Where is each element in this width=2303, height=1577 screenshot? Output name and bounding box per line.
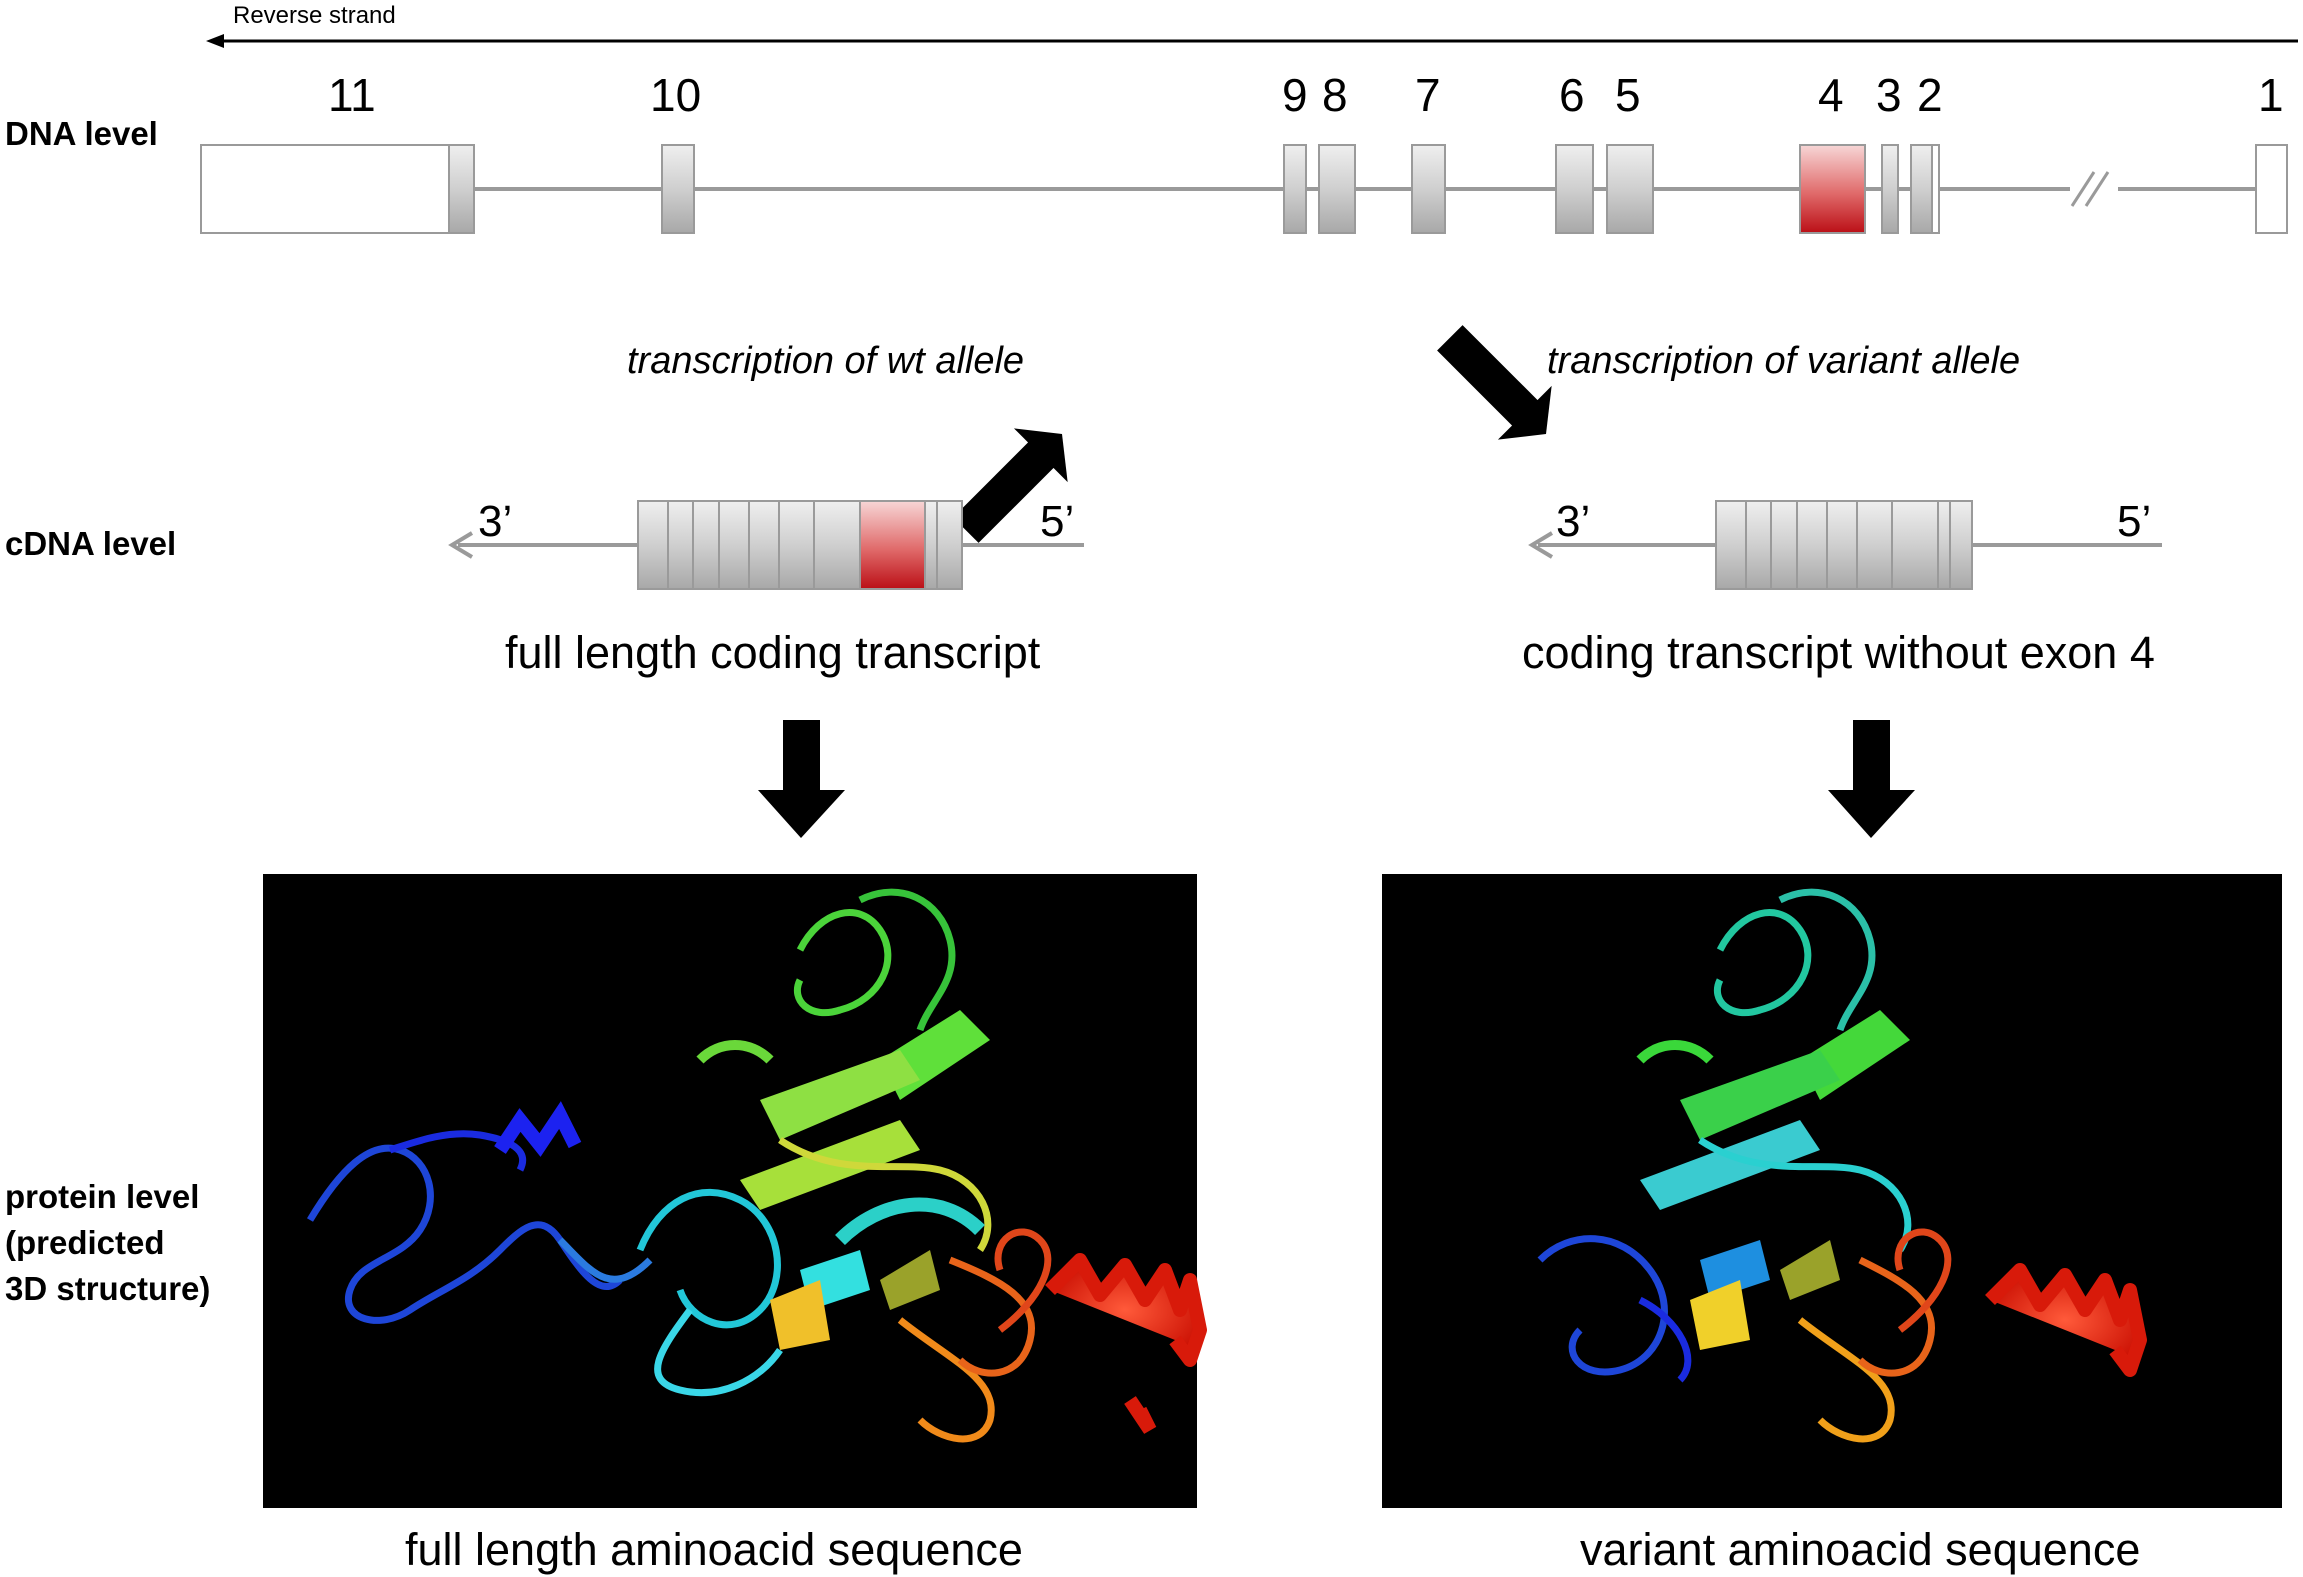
exon-5	[1606, 144, 1654, 234]
exon-9	[1283, 144, 1307, 234]
cdna-variant-transcript	[1528, 500, 2162, 590]
arrow-down-left	[758, 720, 845, 838]
exon-11-coding	[448, 144, 475, 234]
exon-label-6: 6	[1559, 69, 1585, 121]
cdna-level-label: cDNA level	[5, 525, 177, 562]
exon-3	[1881, 144, 1899, 234]
cdna-right-5prime: 5’	[2117, 497, 2152, 546]
exon-label-5: 5	[1615, 69, 1641, 121]
cdna-exon-4	[859, 500, 926, 590]
exon-7	[1411, 144, 1446, 234]
arrow-down-right	[1828, 720, 1915, 838]
variant-transcription-label: transcription of variant allele	[1547, 340, 2021, 382]
cdna-right-3prime: 3’	[1556, 497, 1591, 546]
protein-structure-wt	[263, 874, 1207, 1508]
cdna-left-3prime: 3’	[478, 497, 513, 546]
reverse-strand-arrow	[206, 34, 2298, 48]
protein-left-caption: full length aminoacid sequence	[405, 1524, 1023, 1575]
exon-10	[661, 144, 695, 234]
exon-label-11: 11	[328, 69, 376, 121]
wt-transcription-label: transcription of wt allele	[627, 340, 1025, 382]
exon-11-utr	[200, 144, 452, 234]
exon-label-2: 2	[1917, 69, 1943, 121]
exon-label-8: 8	[1322, 69, 1348, 121]
dna-level-label: DNA level	[5, 115, 158, 152]
exon-label-3: 3	[1876, 69, 1902, 121]
protein-right-caption: variant aminoacid sequence	[1580, 1524, 2141, 1575]
strand-label: Reverse strand	[233, 2, 396, 29]
cdna-left-5prime: 5’	[1040, 497, 1075, 546]
exon-label-1: 1	[2258, 69, 2284, 121]
exon-1	[2255, 144, 2288, 234]
exon-label-4: 4	[1818, 69, 1844, 121]
protein-level-label-2: (predicted	[5, 1224, 165, 1261]
exon-4	[1799, 144, 1866, 234]
exon-label-9: 9	[1282, 69, 1308, 121]
dna-intron-line	[470, 171, 2258, 207]
dna-exons	[200, 144, 2288, 234]
cdna-left-caption: full length coding transcript	[505, 627, 1041, 678]
exon-label-7: 7	[1415, 69, 1441, 121]
protein-level-label-1: protein level	[5, 1178, 200, 1215]
arrow-variant-transcription	[1437, 325, 1552, 440]
exon-6	[1555, 144, 1594, 234]
cdna-right-caption: coding transcript without exon 4	[1522, 627, 2155, 678]
cdna-wt-transcript	[448, 500, 1084, 590]
exon-8	[1318, 144, 1356, 234]
protein-structure-variant	[1382, 874, 2282, 1508]
protein-level-label-3: 3D structure)	[5, 1270, 211, 1307]
exon-2-utr	[1931, 144, 1940, 234]
exon-label-10: 10	[650, 69, 702, 121]
